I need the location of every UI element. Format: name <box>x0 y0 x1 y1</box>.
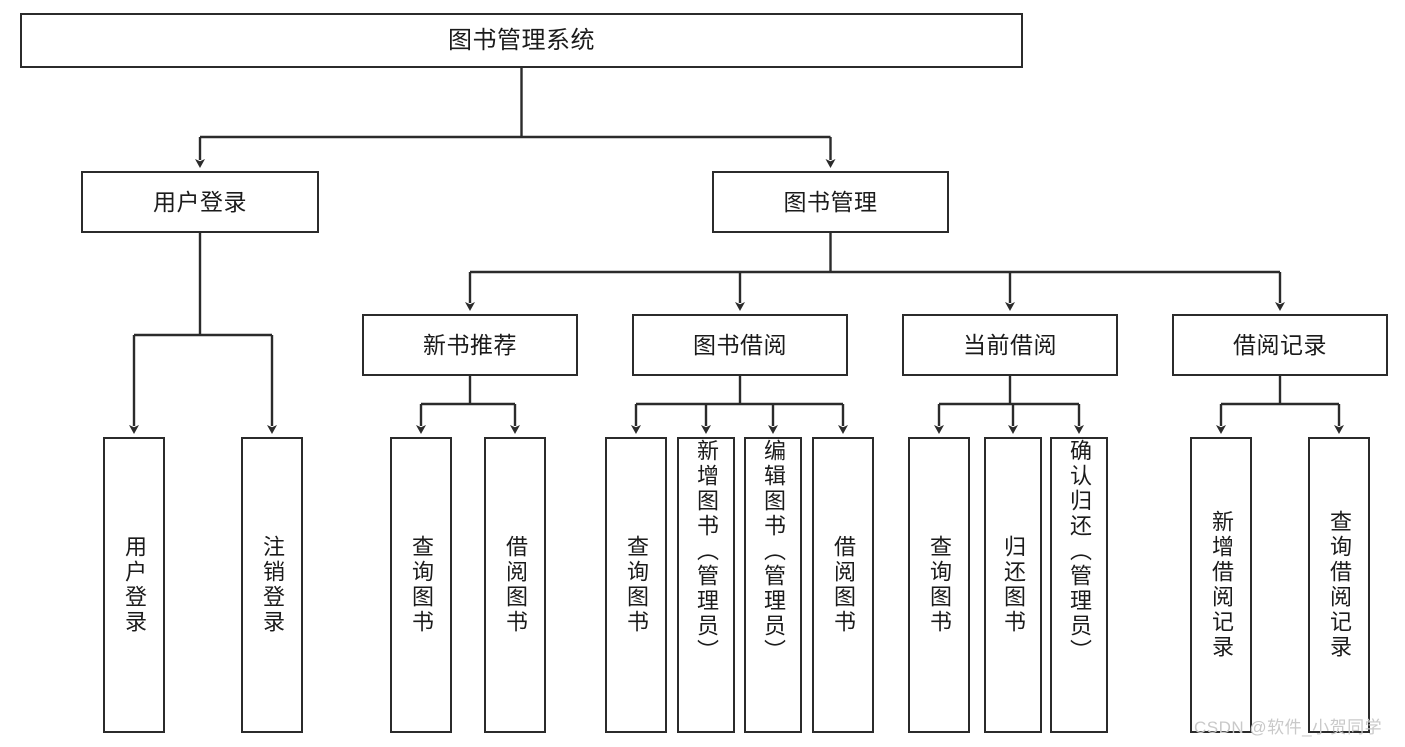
node-label: 用户登录 <box>122 535 147 635</box>
node-label: 编辑图书（管理员） <box>761 439 786 664</box>
csdn-watermark: CSDN @软件_小贺同学 <box>1194 718 1383 737</box>
node-user-login[interactable]: 用户登录 <box>81 171 319 233</box>
node-label: 当前借阅 <box>963 331 1057 358</box>
node-label: 查询图书 <box>624 535 649 635</box>
node-label: 新增图书（管理员） <box>694 439 719 664</box>
node-label: 用户登录 <box>153 188 247 215</box>
node-label: 确认归还（管理员） <box>1067 439 1092 664</box>
node-label: 借阅图书 <box>503 535 528 635</box>
node-new-book-recommend[interactable]: 新书推荐 <box>362 314 578 376</box>
node-leaf-edit-book-admin[interactable]: 编辑图书（管理员） <box>744 437 802 733</box>
node-label: 借阅记录 <box>1233 331 1327 358</box>
node-label: 查询借阅记录 <box>1327 510 1352 660</box>
node-leaf-add-borrow-record[interactable]: 新增借阅记录 <box>1190 437 1252 733</box>
node-leaf-query-book-3[interactable]: 查询图书 <box>908 437 970 733</box>
node-leaf-query-book-2[interactable]: 查询图书 <box>605 437 667 733</box>
node-leaf-logout-login[interactable]: 注销登录 <box>241 437 303 733</box>
node-leaf-borrow-book-2[interactable]: 借阅图书 <box>812 437 874 733</box>
node-leaf-borrow-book-1[interactable]: 借阅图书 <box>484 437 546 733</box>
node-label: 图书管理系统 <box>448 26 595 54</box>
node-label: 图书管理 <box>783 188 878 215</box>
node-book-manage[interactable]: 图书管理 <box>712 171 949 233</box>
node-leaf-user-login[interactable]: 用户登录 <box>103 437 165 733</box>
node-book-borrow[interactable]: 图书借阅 <box>632 314 848 376</box>
node-borrow-record[interactable]: 借阅记录 <box>1172 314 1388 376</box>
node-label: 查询图书 <box>409 535 434 635</box>
node-current-borrow[interactable]: 当前借阅 <box>902 314 1118 376</box>
node-label: 查询图书 <box>927 535 952 635</box>
node-leaf-query-book-1[interactable]: 查询图书 <box>390 437 452 733</box>
node-root[interactable]: 图书管理系统 <box>20 13 1023 68</box>
node-label: 新书推荐 <box>423 331 517 358</box>
node-label: 归还图书 <box>1001 535 1026 635</box>
node-label: 注销登录 <box>260 535 285 635</box>
node-leaf-return-book[interactable]: 归还图书 <box>984 437 1042 733</box>
node-label: 借阅图书 <box>831 535 856 635</box>
node-leaf-confirm-return-admin[interactable]: 确认归还（管理员） <box>1050 437 1108 733</box>
node-label: 图书借阅 <box>693 331 787 358</box>
node-label: 新增借阅记录 <box>1209 510 1234 660</box>
node-leaf-query-borrow-record[interactable]: 查询借阅记录 <box>1308 437 1370 733</box>
node-leaf-add-book-admin[interactable]: 新增图书（管理员） <box>677 437 735 733</box>
